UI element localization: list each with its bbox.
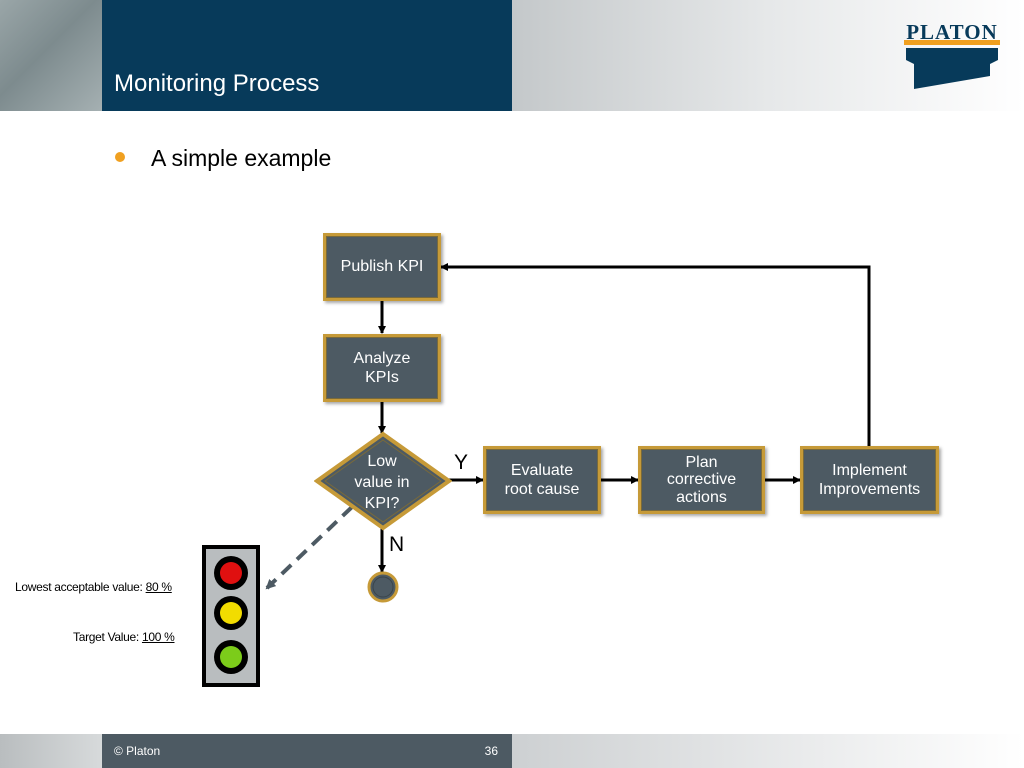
traffic-light — [202, 545, 260, 687]
lowest-acceptable-amount: 80 % — [145, 580, 172, 594]
header-title-bar — [102, 0, 512, 111]
implement-label-1: Implement — [832, 461, 907, 479]
no-label: N — [389, 533, 405, 556]
analyze-kpis-label-2: KPIs — [365, 369, 399, 386]
footer-copyright: © Platon — [114, 744, 161, 758]
plan-label-3: actions — [676, 488, 727, 506]
implement-label-2: Improvements — [818, 481, 921, 498]
evaluate-label-1: Evaluate — [510, 461, 574, 479]
header-statue-image — [0, 0, 102, 111]
plan-label-1: Plan — [685, 453, 718, 471]
footer-left — [0, 734, 102, 768]
slide-title: Monitoring Process — [114, 70, 320, 97]
footer-bar — [102, 734, 512, 768]
end-node — [367, 571, 399, 603]
bullet-text: A simple example — [151, 145, 332, 171]
decision-diamond — [314, 431, 452, 531]
bullet-dot — [115, 152, 125, 162]
decision-label-2: value in — [354, 474, 410, 491]
lowest-acceptable-value: Lowest acceptable value: 80 % — [15, 580, 172, 594]
evaluate-root-cause-box: Evaluate root cause — [483, 446, 601, 514]
publish-kpi-label: Publish KPI — [340, 258, 424, 276]
yes-label: Y — [454, 451, 469, 474]
analyze-kpis-label-1: Analyze — [353, 349, 411, 367]
plan-label-2: corrective — [666, 471, 737, 489]
evaluate-label-2: root cause — [504, 481, 580, 498]
decision-label-3: KPI? — [364, 495, 400, 512]
arrow-feedback-loop — [440, 263, 871, 448]
target-value-label: Target Value: — [73, 630, 139, 644]
decision-label: Low value in KPI? — [332, 451, 432, 514]
platon-logo-icon — [904, 40, 1000, 89]
footer-gradient — [512, 734, 1024, 768]
publish-kpi-box: Publish KPI — [323, 233, 441, 301]
yellow-lamp — [220, 602, 242, 624]
plan-corrective-actions-box: Plan corrective actions — [638, 446, 765, 514]
page-number: 36 — [484, 744, 498, 758]
decision-label-1: Low — [367, 453, 397, 470]
implement-improvements-box: Implement Improvements — [800, 446, 939, 514]
green-lamp — [220, 646, 242, 668]
target-value-amount: 100 % — [141, 630, 175, 644]
target-value: Target Value: 100 % — [73, 630, 175, 644]
lowest-acceptable-label: Lowest acceptable value: — [15, 580, 143, 594]
analyze-kpis-box: Analyze KPIs — [323, 334, 441, 402]
red-lamp — [220, 562, 242, 584]
